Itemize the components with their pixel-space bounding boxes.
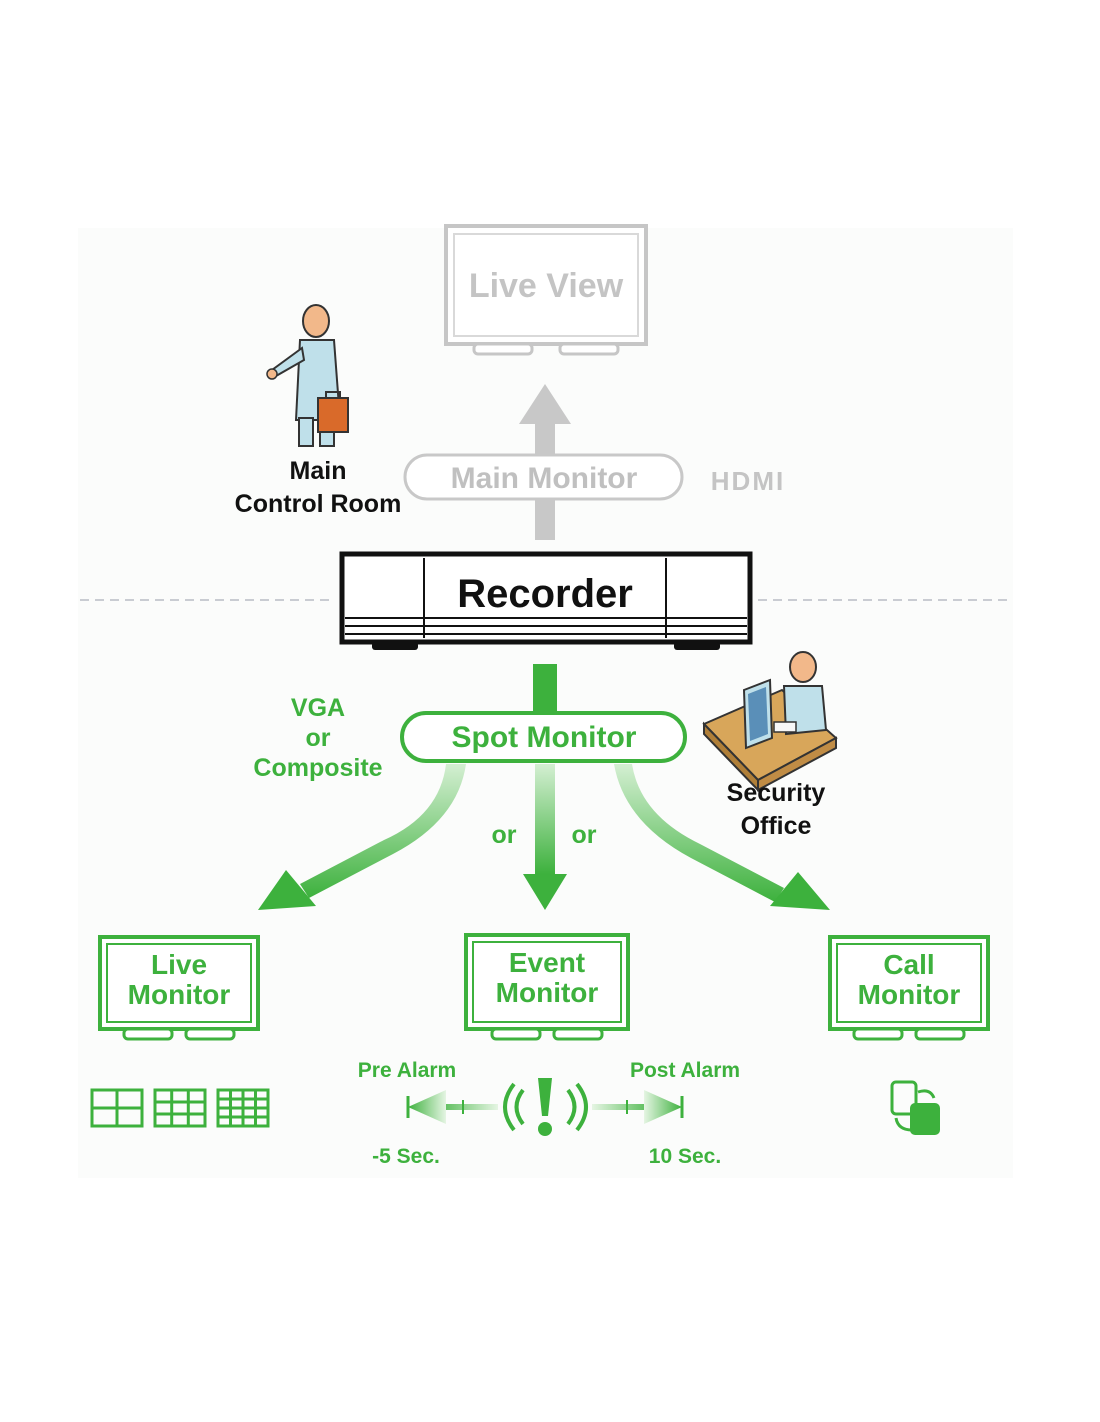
split-screen-grid-icons — [90, 1088, 270, 1128]
hdmi-logo: HDMI — [711, 466, 785, 496]
pre-alarm-label: Pre Alarm — [358, 1059, 456, 1082]
vga-label: VGA — [291, 694, 345, 722]
recorder-spot-connector — [533, 664, 557, 714]
or-left-label: or — [492, 821, 517, 849]
arrow-to-call-monitor — [614, 764, 830, 910]
recorder-label: Recorder — [457, 572, 633, 616]
security-office-line1: Security — [727, 779, 826, 807]
live-view-label: Live View — [469, 267, 624, 305]
main-monitor-badge: Main Monitor — [403, 453, 684, 501]
live-monitor-line2: Monitor — [128, 979, 231, 1010]
quad-view-icon — [90, 1088, 144, 1128]
security-officer-desk-icon — [702, 651, 838, 793]
arrow-to-event-monitor — [523, 764, 567, 910]
live-view-monitor: Live View — [444, 224, 648, 356]
live-monitor: Live Monitor — [98, 935, 260, 1041]
alarm-icon — [503, 1078, 588, 1136]
main-room-line2: Control Room — [235, 490, 402, 518]
or-right-label: or — [572, 821, 597, 849]
main-room-line1: Main — [290, 457, 347, 485]
person-with-briefcase-icon — [266, 304, 349, 447]
nine-view-icon — [153, 1088, 207, 1128]
arrow-to-live-monitor — [258, 764, 466, 910]
event-monitor-line1: Event — [509, 947, 585, 978]
live-monitor-line1: Live — [151, 949, 207, 980]
main-monitor-label: Main Monitor — [451, 462, 638, 495]
call-monitor-line1: Call — [883, 949, 934, 980]
event-monitor: Event Monitor — [464, 933, 630, 1041]
vga-or-label: or — [306, 724, 331, 752]
event-monitor-line2: Monitor — [496, 977, 599, 1008]
pre-alarm-time: -5 Sec. — [372, 1145, 440, 1168]
post-alarm-label: Post Alarm — [630, 1059, 740, 1082]
sixteen-view-icon — [216, 1088, 270, 1128]
spot-monitor-label: Spot Monitor — [452, 721, 637, 754]
post-alarm-time: 10 Sec. — [649, 1145, 721, 1168]
post-alarm-arrow — [592, 1090, 684, 1124]
call-monitor: Call Monitor — [828, 935, 990, 1041]
spot-monitor-badge: Spot Monitor — [400, 711, 687, 763]
security-office-line2: Office — [741, 812, 812, 840]
call-monitor-line2: Monitor — [858, 979, 961, 1010]
composite-label: Composite — [253, 754, 382, 782]
pre-alarm-arrow — [406, 1090, 498, 1124]
recorder-unit: Recorder — [339, 551, 753, 650]
call-monitor-switch-icon — [890, 1080, 940, 1135]
